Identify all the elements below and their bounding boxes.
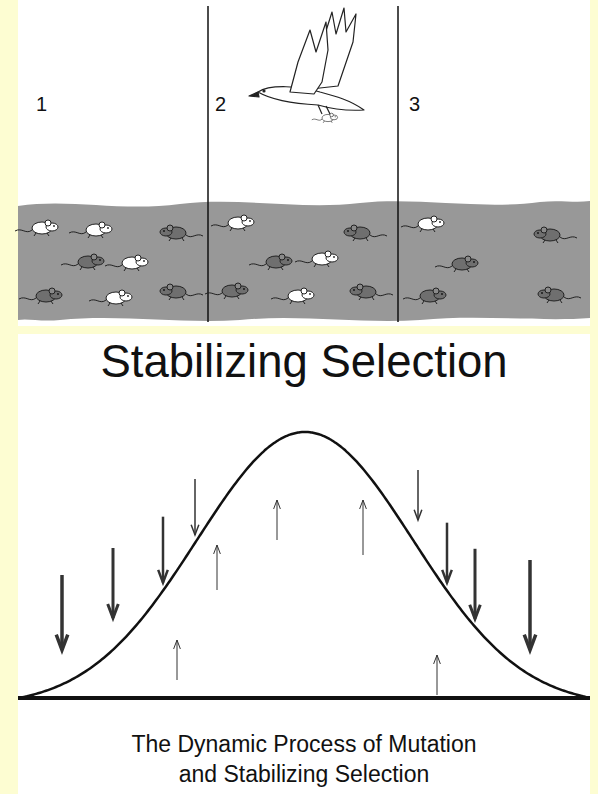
panel-number-holder: 1 — [36, 92, 47, 116]
top-panel — [18, 0, 590, 326]
white-mouse — [295, 251, 338, 267]
selection-arrow — [360, 500, 367, 555]
dark-mouse — [205, 283, 248, 299]
panel-number-holder: 3 — [409, 92, 420, 116]
arrow-shaft — [194, 479, 196, 535]
dark-mouse — [160, 225, 203, 241]
arrow-shaft — [474, 549, 477, 619]
arrow-head — [191, 525, 199, 535]
selection-arrow — [470, 549, 481, 619]
panel-divider — [207, 6, 209, 322]
selection-arrow — [524, 560, 536, 650]
caption: The Dynamic Process of Mutation and Stab… — [48, 730, 560, 790]
panel-number-holder: 2 — [215, 92, 226, 116]
white-mouse — [69, 222, 112, 238]
bell-curve — [20, 432, 586, 698]
white-mouse — [15, 220, 58, 236]
ground-band — [18, 201, 590, 321]
arrow-head — [414, 510, 422, 520]
panel-number: 2 — [215, 92, 226, 116]
arrow-head — [524, 635, 536, 650]
arrow-head — [158, 570, 168, 583]
arrow-shaft — [217, 545, 218, 590]
selection-arrow — [158, 517, 168, 583]
selection-arrow — [414, 470, 422, 520]
caption-holder: The Dynamic Process of Mutation and Stab… — [48, 730, 560, 790]
selection-arrows — [56, 470, 536, 695]
bird-leg — [318, 105, 322, 114]
arrow-shaft — [177, 640, 178, 680]
selection-arrow — [434, 655, 441, 695]
arrow-head — [274, 500, 281, 509]
arrow-shaft — [528, 560, 532, 650]
panel-number: 3 — [409, 92, 420, 116]
dark-mouse — [534, 227, 577, 243]
arrow-shaft — [277, 500, 278, 540]
selection-arrow — [214, 545, 221, 590]
arrow-shaft — [417, 470, 419, 520]
white-mouse — [401, 216, 444, 232]
selection-arrow — [56, 575, 68, 650]
caught-mouse — [312, 113, 338, 123]
dark-mouse — [344, 225, 387, 241]
arrow-shaft — [60, 575, 64, 650]
arrow-head — [56, 635, 68, 650]
arrow-shaft — [446, 523, 449, 583]
title-holder: Stabilizing Selection — [18, 336, 590, 388]
white-mouse — [271, 288, 314, 304]
selection-arrow — [108, 548, 119, 618]
bird-of-prey — [249, 8, 364, 114]
selection-arrow — [274, 500, 281, 540]
arrow-head — [214, 545, 221, 554]
arrow-head — [470, 605, 481, 619]
dark-mouse — [403, 288, 446, 304]
white-mouse — [105, 255, 148, 271]
arrow-head — [442, 570, 452, 583]
arrow-head — [360, 500, 367, 509]
selection-arrow — [174, 640, 181, 680]
dark-mouse — [435, 256, 478, 272]
arrow-shaft — [437, 655, 438, 695]
white-mouse — [89, 290, 132, 306]
arrow-head — [174, 640, 181, 649]
bird-beak — [249, 92, 259, 97]
bird-leg — [326, 106, 330, 114]
selection-arrow — [191, 479, 199, 535]
arrow-shaft — [363, 500, 364, 555]
arrow-head — [108, 604, 119, 618]
dark-mouse — [249, 254, 292, 270]
arrow-shaft — [112, 548, 115, 618]
title: Stabilizing Selection — [18, 336, 590, 388]
panel-number: 1 — [36, 92, 47, 116]
dark-mouse — [160, 284, 203, 300]
axis-line — [18, 696, 590, 700]
arrow-head — [434, 655, 441, 664]
bottom-panel — [18, 334, 590, 794]
panel-divider — [397, 6, 399, 322]
dark-mouse — [19, 288, 62, 304]
dark-mouse — [538, 287, 581, 303]
white-mouse — [211, 215, 254, 231]
selection-arrow — [442, 523, 452, 583]
dark-mouse — [61, 254, 104, 270]
bird-eye — [263, 90, 265, 92]
bird-wing — [290, 22, 328, 94]
dark-mouse — [350, 284, 393, 300]
arrow-shaft — [162, 517, 165, 583]
